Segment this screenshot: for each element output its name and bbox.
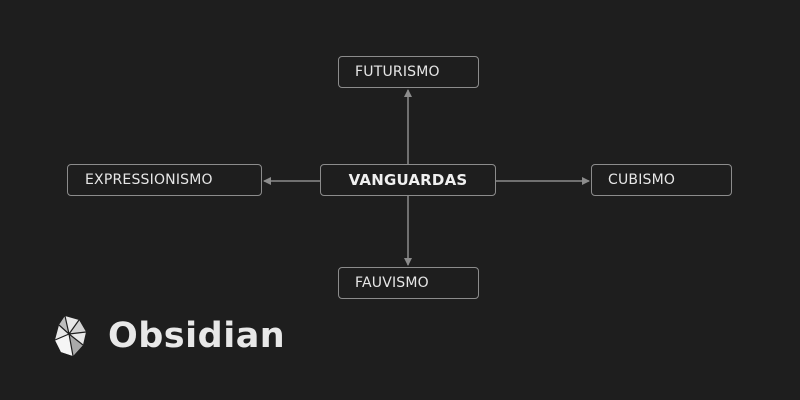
node-expressionismo[interactable]: EXPRESSIONISMO — [67, 164, 262, 196]
brand-name: Obsidian — [108, 316, 286, 356]
node-label: FAUVISMO — [355, 275, 429, 291]
node-label: FUTURISMO — [355, 64, 440, 80]
obsidian-logo-icon — [54, 315, 87, 357]
node-vanguardas[interactable]: VANGUARDAS — [320, 164, 496, 196]
node-label: EXPRESSIONISMO — [85, 172, 213, 188]
obsidian-logo: Obsidian — [52, 314, 285, 358]
node-fauvismo[interactable]: FAUVISMO — [338, 267, 479, 299]
node-futurismo[interactable]: FUTURISMO — [338, 56, 479, 88]
node-label: VANGUARDAS — [348, 171, 468, 189]
node-label: CUBISMO — [608, 172, 676, 188]
node-cubismo[interactable]: CUBISMO — [591, 164, 732, 196]
